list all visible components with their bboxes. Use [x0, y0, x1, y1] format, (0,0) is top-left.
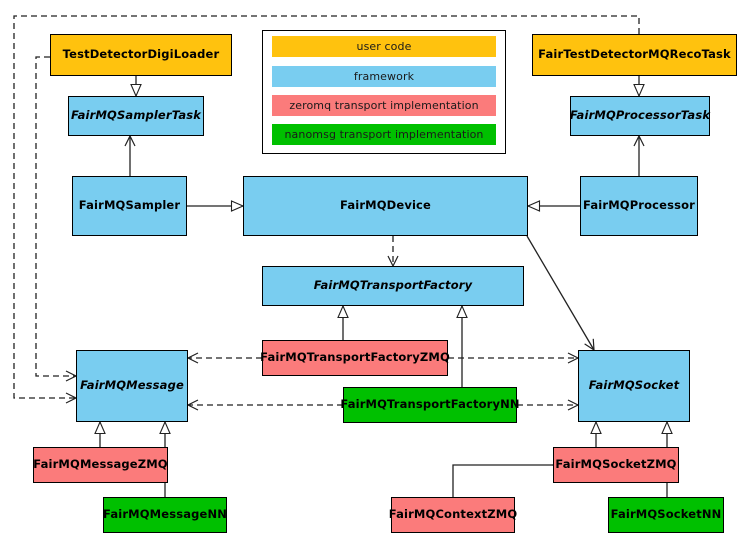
node-fair-mq-socket[interactable]: FairMQSocket: [578, 350, 690, 422]
legend-item-framework: framework: [272, 66, 496, 87]
legend-label-zeromq: zeromq transport implementation: [289, 99, 479, 112]
node-label: FairMQTransportFactoryNN: [340, 397, 520, 412]
legend-label-nanomsg: nanomsg transport implementation: [284, 128, 484, 141]
node-label: FairMQMessageNN: [103, 507, 227, 522]
node-label: FairTestDetectorMQRecoTask: [538, 47, 731, 62]
node-fair-mq-processor-task[interactable]: FairMQProcessorTask: [570, 96, 710, 136]
node-label: FairMQSampler: [78, 198, 181, 213]
node-label: FairMQSocket: [588, 378, 680, 393]
node-fair-mq-socket-zmq[interactable]: FairMQSocketZMQ: [553, 447, 679, 483]
node-fair-mq-sampler-task[interactable]: FairMQSamplerTask: [68, 96, 204, 136]
legend-label-user-code: user code: [356, 40, 412, 53]
node-fair-mq-device[interactable]: FairMQDevice: [243, 176, 528, 236]
node-fair-mq-processor[interactable]: FairMQProcessor: [580, 176, 698, 236]
node-fair-mq-transport-factory-nn[interactable]: FairMQTransportFactoryNN: [340, 387, 520, 423]
node-label: FairMQMessageZMQ: [33, 457, 168, 472]
legend-item-nanomsg: nanomsg transport implementation: [272, 124, 496, 145]
node-fair-mq-sampler[interactable]: FairMQSampler: [72, 176, 187, 236]
node-fair-mq-socket-nn[interactable]: FairMQSocketNN: [608, 497, 724, 533]
node-label: FairMQDevice: [340, 198, 431, 213]
node-label: FairMQMessage: [80, 378, 184, 393]
node-fair-mq-message-nn[interactable]: FairMQMessageNN: [103, 497, 227, 533]
node-label: FairMQProcessor: [583, 198, 695, 213]
node-label: FairMQTransportFactory: [313, 278, 473, 293]
edge-device-socket: [526, 235, 595, 352]
node-fair-mq-transport-factory-zmq[interactable]: FairMQTransportFactoryZMQ: [260, 340, 450, 376]
node-label: FairMQTransportFactoryZMQ: [260, 350, 450, 365]
node-fair-mq-message[interactable]: FairMQMessage: [76, 350, 188, 422]
edge-contextzmq-socketzmq: [452, 459, 571, 497]
node-test-detector-digi-loader[interactable]: TestDetectorDigiLoader: [50, 34, 232, 76]
node-fair-mq-context-zmq[interactable]: FairMQContextZMQ: [388, 497, 518, 533]
node-label: FairMQContextZMQ: [388, 507, 518, 522]
node-fair-test-detector-mq-reco-task[interactable]: FairTestDetectorMQRecoTask: [532, 34, 737, 76]
node-fair-mq-transport-factory[interactable]: FairMQTransportFactory: [262, 266, 524, 306]
node-fair-mq-message-zmq[interactable]: FairMQMessageZMQ: [33, 447, 168, 483]
node-label: FairMQSamplerTask: [70, 108, 202, 123]
node-label: FairMQProcessorTask: [569, 108, 711, 123]
legend-item-user-code: user code: [272, 36, 496, 57]
node-label: FairMQSocketZMQ: [555, 457, 677, 472]
legend-item-zeromq: zeromq transport implementation: [272, 95, 496, 116]
node-label: TestDetectorDigiLoader: [62, 47, 220, 62]
legend-label-framework: framework: [353, 70, 415, 83]
node-label: FairMQSocketNN: [610, 507, 722, 522]
